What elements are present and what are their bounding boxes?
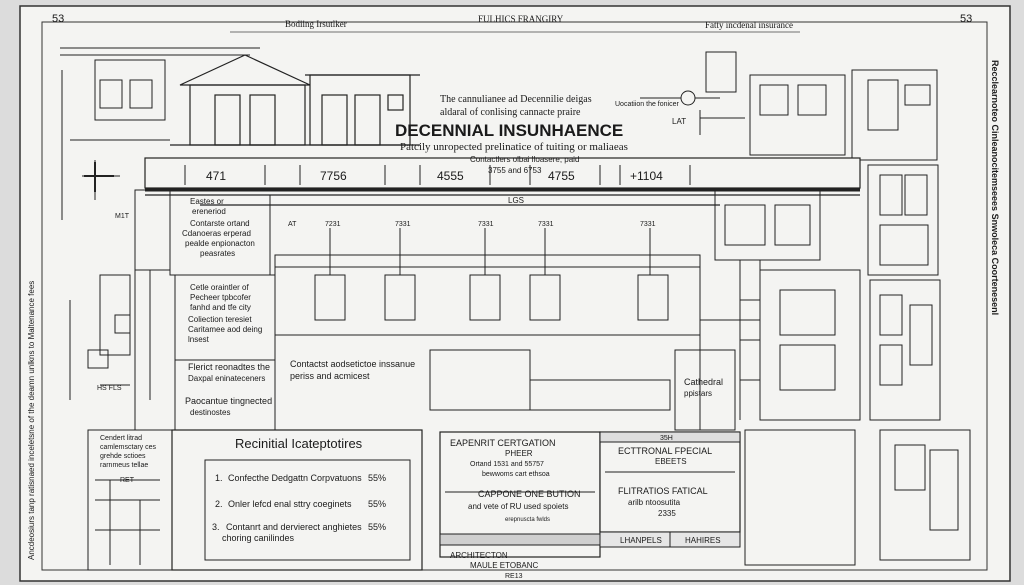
sub-dim-1: 7231 — [325, 221, 341, 228]
beam-dim-3: 4555 — [437, 169, 464, 183]
beam-caption-1: Contactlers olbai lloasere, paid — [470, 155, 579, 164]
cathedral-label-1: Cathedral — [684, 377, 723, 387]
req-pct-1: 55% — [368, 473, 386, 483]
sub-dim-5: 7331 — [640, 221, 656, 228]
note-d-1: Coliection teresiet — [188, 315, 252, 324]
note-b-2: Cdanoeras erperad — [182, 229, 251, 238]
cert-line-1: EAPENRIT CERTGATION — [450, 438, 556, 448]
note-c-3: fanhd and tfe city — [190, 303, 251, 312]
side-left-2: camlemsctary ces — [100, 444, 157, 451]
at-label: AT — [288, 221, 297, 228]
spec-line-1: ECTTRONAL FPECIAL — [618, 446, 712, 456]
intro-line-1: The cannulianee ad Decennilie deigas — [440, 94, 592, 105]
note-b-4: peasrates — [200, 249, 235, 258]
req-text-2: Onler lefcd enal sttry coeginets — [228, 499, 352, 509]
note-f-1: Paocantue tingnected — [185, 396, 272, 406]
cert-line-7: erepnuscta fwlds — [505, 517, 550, 523]
note-f-2: destinostes — [190, 408, 230, 417]
hs-label: HS FLS — [97, 385, 122, 392]
corner-label-right: 53 — [960, 13, 972, 25]
spec-line-3: FLITRATIOS FATICAL — [618, 486, 708, 496]
lgs-label: LGS — [508, 196, 524, 205]
cert-bottom-1: ARCHITECTON — [450, 551, 508, 560]
cert-line-3: Ortand 1531 and 55757 — [470, 461, 544, 468]
house-elevation — [170, 54, 420, 146]
requirements-panel — [171, 429, 423, 571]
note-b-1: Contarste ortand — [190, 219, 250, 228]
middle-modules — [274, 228, 736, 431]
req-text-1: Confecthe Dedgattn Corpvatuons — [228, 473, 362, 483]
side-left-4: rarnmeus tellae — [100, 462, 148, 469]
top-left-elevation — [60, 47, 260, 220]
sub-dim-2: 7331 — [395, 221, 411, 228]
spec-footer-1: LHANPELS — [620, 536, 662, 545]
inner-frame — [41, 21, 988, 571]
cathedral-label-2: ppistars — [684, 389, 712, 398]
cert-line-5: CAPPONE ONE BUTION — [478, 489, 581, 499]
side-left-label: Cendert litrad — [100, 435, 142, 442]
req-text-3: Contanrt and dervierect anghietes — [226, 522, 362, 532]
spec-line-5: 2335 — [658, 509, 676, 518]
spec-top-label: 35H — [660, 435, 673, 442]
intro-line-2: aldaral of conlising cannacte praire — [440, 107, 581, 118]
right-vertical-text: Recclearnoteo Cinleanocitemseees Snwolec… — [990, 60, 1000, 315]
cert-line-4: bewwoms cart ethsoa — [482, 471, 550, 478]
spec-footer-2: HAHIRES — [685, 536, 721, 545]
beam-dim-2: 7756 — [320, 169, 347, 183]
title-center: FULHICS FRANGIRY — [478, 14, 564, 24]
cert-bottom-2: MAULE ETOBANC — [470, 561, 539, 570]
beam-dim-5: +1104 — [630, 169, 663, 183]
main-beam — [144, 157, 861, 206]
note-e-1: Flerict reonadtes the — [188, 362, 270, 372]
req-num-1: 1. — [215, 473, 223, 483]
req-pct-2: 55% — [368, 499, 386, 509]
note-c-1: Cetle oraintler of — [190, 283, 249, 292]
beam-caption-2: 3755 and 6753 — [488, 166, 542, 175]
sub-dim-3: 7331 — [478, 221, 494, 228]
subtitle: Patcily unropected prelinatice of tuitin… — [400, 141, 628, 153]
note-d-2: Caritamee aod deing — [188, 325, 262, 334]
right-floor-plans — [700, 69, 971, 566]
note-c-2: Pecheer tpbcofer — [190, 293, 251, 302]
spec-header-bar — [599, 431, 741, 443]
top-right-symbol — [640, 51, 745, 135]
middle-note-2: periss and acmicest — [290, 371, 370, 381]
note-b-3: pealde enpionacton — [185, 239, 255, 248]
cert-line-6: and vete of RU used spoiets — [468, 502, 569, 511]
requirements-title: Recinitial Icateptotires — [235, 436, 363, 451]
title-right: Fatty incdenal insurance — [705, 20, 793, 30]
note-a-1: Eastes or — [190, 197, 224, 206]
cert-bottom-3: RE13 — [505, 573, 523, 580]
requirements-list-box — [204, 459, 411, 561]
middle-note-1: Contactst aodsetictoe inssanue — [290, 359, 415, 369]
small-note: Uocatiion the fonicer — [615, 101, 679, 108]
req-pct-3: 55% — [368, 522, 386, 532]
cert-line-2: PHEER — [505, 449, 533, 458]
corner-label-left: 53 — [52, 13, 64, 25]
note-d-3: lnsest — [188, 335, 210, 344]
req-num-2: 2. — [215, 499, 223, 509]
note-e-2: Daxpal eninateceners — [188, 374, 265, 383]
beam-ticks — [184, 165, 691, 185]
beam-dim-4: 4755 — [548, 169, 575, 183]
req-text-3-line2: choring canilindes — [222, 533, 295, 543]
left-vertical-text: Ancdeosiurs tanp ratisnaed inceletsne of… — [27, 281, 36, 560]
req-num-3: 3. — [212, 522, 220, 532]
main-title: DECENNIAL INSUNHAENCE — [395, 121, 623, 140]
note-a-2: ereneriod — [192, 207, 226, 216]
rt-label: RET — [120, 477, 135, 484]
spec-line-4: arilb ntoosutita — [628, 498, 681, 507]
beam-dim-1: 471 — [206, 169, 226, 183]
title-left: Bodiing Irsutlker — [285, 19, 347, 29]
side-left-3: grehde sctioes — [100, 453, 146, 460]
sub-dim-4: 7331 — [538, 221, 554, 228]
lat-label: LAT — [672, 117, 686, 126]
mt-label: M1T — [115, 213, 130, 220]
spec-line-2: EBEETS — [655, 457, 687, 466]
cert-scale-bar — [439, 533, 601, 546]
